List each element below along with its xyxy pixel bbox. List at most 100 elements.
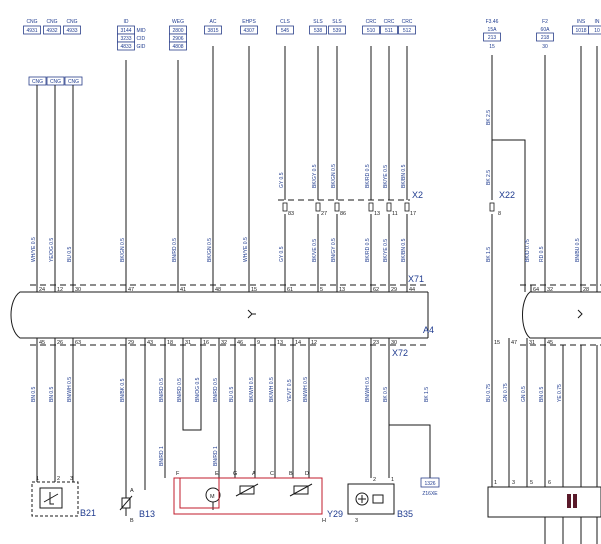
top-group-label: EHPS [242,19,256,25]
lower-wire-label: BK 0.5 [383,387,389,402]
upper-wire-label: RD 0.5 [539,246,545,262]
upper-wire-label: BK/BN 0.5 [401,238,407,262]
lower-wire-label: GN 0.75 [503,383,509,402]
x2-cavity [315,202,321,212]
x2-cavity [386,202,392,212]
x72-pin: 13 [277,340,283,346]
upper-wire-label: BK/RD 0.5 [365,238,371,262]
upper-wires [36,46,598,500]
x71-label: X71 [408,274,424,284]
top-group-label: CRC [366,19,377,25]
x2-pin: 17 [410,211,416,217]
x2-cavity [404,202,410,212]
lower-wire-label: BN/OG 0.5 [195,377,201,402]
z16xe-reference: 1326 Z16XE [420,477,440,497]
x72-pin: 23 [373,340,379,346]
top-group-label: IN [595,19,600,25]
x71-pin: 48 [215,287,221,293]
top-group-code: 1018 [575,28,586,34]
x2-wire-label: BK/RD 0.5 [365,164,371,188]
y29-wire-label-1: BN/RD 1 [159,446,165,466]
top-group-code: 545 [281,28,290,34]
y29-label: Y29 [327,509,343,519]
x72-pin: 26 [57,340,63,346]
b35-pin-1: 1 [391,477,394,483]
x2-wire-label: GY 0.5 [279,172,285,188]
x72-pin: 63 [75,340,81,346]
top-group-side: MID [137,28,147,34]
svg-text:M: M [210,494,215,500]
top-group-code: 3233 [120,36,131,42]
x2-wire-label: BK/YE 0.5 [383,165,389,188]
upper-wire-label: BK/D 0.75 [525,239,531,262]
upper-wire-label: BN/GY 0.5 [331,238,337,262]
b13-pin-a: A [130,488,134,494]
upper-wire-label: BK 1.5 [486,247,492,262]
lower-wire-label: BN 0.5 [49,386,55,402]
x22-connector: X22 8 BK 2.5 BK 2.5 [486,110,515,217]
x71-pin: 64 [533,287,539,293]
x72-pin: 45 [547,340,553,346]
top-group-label: CLS [280,19,290,25]
br-pin-6: 6 [548,480,551,486]
x71-pin: 13 [339,287,345,293]
x71-pin: 44 [409,287,415,293]
x72-pin: 47 [511,340,517,346]
b21-pin-3: 3 [70,476,73,482]
x71-pin: 5 [320,287,323,293]
top-group-sub: 15A [488,27,498,33]
x2-label: X2 [412,190,423,200]
x2-pin: 27 [321,211,327,217]
b21-pin-1: 1 [36,476,39,482]
lower-wire-label: BN 0.5 [539,386,545,402]
lower-wire-label: BN/RD 0.5 [177,378,183,402]
top-group-code: 539 [333,28,342,34]
x71-pin: 28 [583,287,589,293]
y29-pin-f: F [176,471,180,477]
top-group-label: F2 [542,19,548,25]
upper-wire-label: BN/RD 0.5 [172,238,178,262]
x2-wire-label: BK/BN 0.5 [401,164,407,188]
top-group-label: CNG [66,19,77,25]
lower-wire-label: BU 0.75 [486,384,492,402]
x72-pin: 16 [203,340,209,346]
cng-row: CNG CNG CNG [28,76,83,86]
top-group-label: AC [210,19,217,25]
lower-wire-label: BN/BK 0.5 [120,378,126,402]
x2-wire-label: BK/GN 0.5 [331,164,337,188]
top-group-code: 218 [541,35,550,41]
a4-label: A4 [423,325,434,335]
x2-pin: 86 [340,211,346,217]
lower-wire-label: YE 0.75 [557,384,563,402]
lower-wire-label: BN/WH 0.5 [365,377,371,402]
top-group-label: CRC [402,19,413,25]
x71-pin: 61 [287,287,293,293]
x2-pin: 11 [392,211,398,217]
br-pin-1: 1 [494,480,497,486]
lower-wire-label: BK/WH 0.5 [249,377,255,402]
x22-pin: 8 [498,211,501,217]
x22-wire-1: BK 2.5 [486,110,492,125]
x72-pin: 31 [185,340,191,346]
b21-sensor: 1 2 3 B21 [31,476,96,518]
lower-wire-label: BK 1.5 [424,387,430,402]
b13-sensor: A B B13 [119,488,155,524]
x72-pin: 31 [529,340,535,346]
b13-pin-b: B [130,518,134,524]
x22-wire-2: BK 2.5 [486,170,492,185]
upper-wire-label: YE/OG 0.5 [49,238,55,262]
lower-wire-label: BN 0.5 [31,386,37,402]
y29-pin-g: G [233,471,237,477]
